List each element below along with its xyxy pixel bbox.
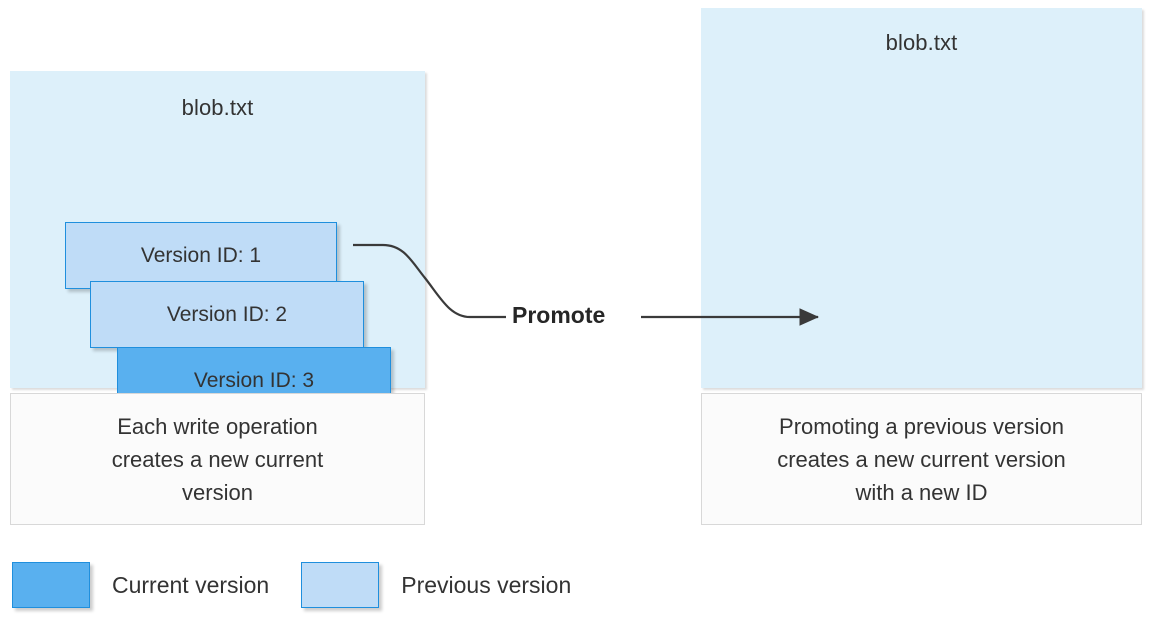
caption-left-line-1: Each write operation (117, 413, 318, 439)
panel-title-right: blob.txt (885, 30, 958, 55)
legend-label-current-version: Current version (112, 571, 270, 598)
caption-right-line-2: creates a new current version (777, 446, 1066, 472)
caption-left-line-2: creates a new current (111, 446, 324, 472)
caption-right-line-1: Promoting a previous version (779, 413, 1064, 439)
version-card-left-2[interactable]: Version ID: 2 (90, 281, 364, 348)
promote-label: Promote (512, 302, 606, 328)
version-card-label: Version ID: 2 (166, 302, 288, 326)
blob-panel-left: blob.txt Version ID: 1 Version ID: 2 Ver… (10, 71, 425, 414)
caption-right-line-3: with a new ID (855, 479, 988, 505)
version-card-label: Version ID: 3 (193, 368, 315, 392)
legend-swatch-current-version (12, 562, 90, 608)
caption-left-line-3: version (182, 479, 253, 505)
legend-swatch-previous-version (301, 562, 380, 608)
legend-item-current-version: Current version (12, 562, 269, 608)
blob-panel-right: blob.txt Version ID: 1 Version ID: 2 Ver… (701, 8, 1142, 388)
panel-title-left: blob.txt (181, 95, 254, 120)
caption-right: Promoting a previous version creates a n… (701, 393, 1142, 525)
legend-item-previous-version: Previous version (301, 562, 571, 608)
legend-label-previous-version: Previous version (401, 571, 572, 598)
version-card-label: Version ID: 1 (140, 243, 262, 267)
legend: Current version Previous version (12, 560, 571, 610)
caption-left: Each write operation creates a new curre… (10, 393, 425, 525)
version-card-left-1[interactable]: Version ID: 1 (65, 222, 337, 289)
